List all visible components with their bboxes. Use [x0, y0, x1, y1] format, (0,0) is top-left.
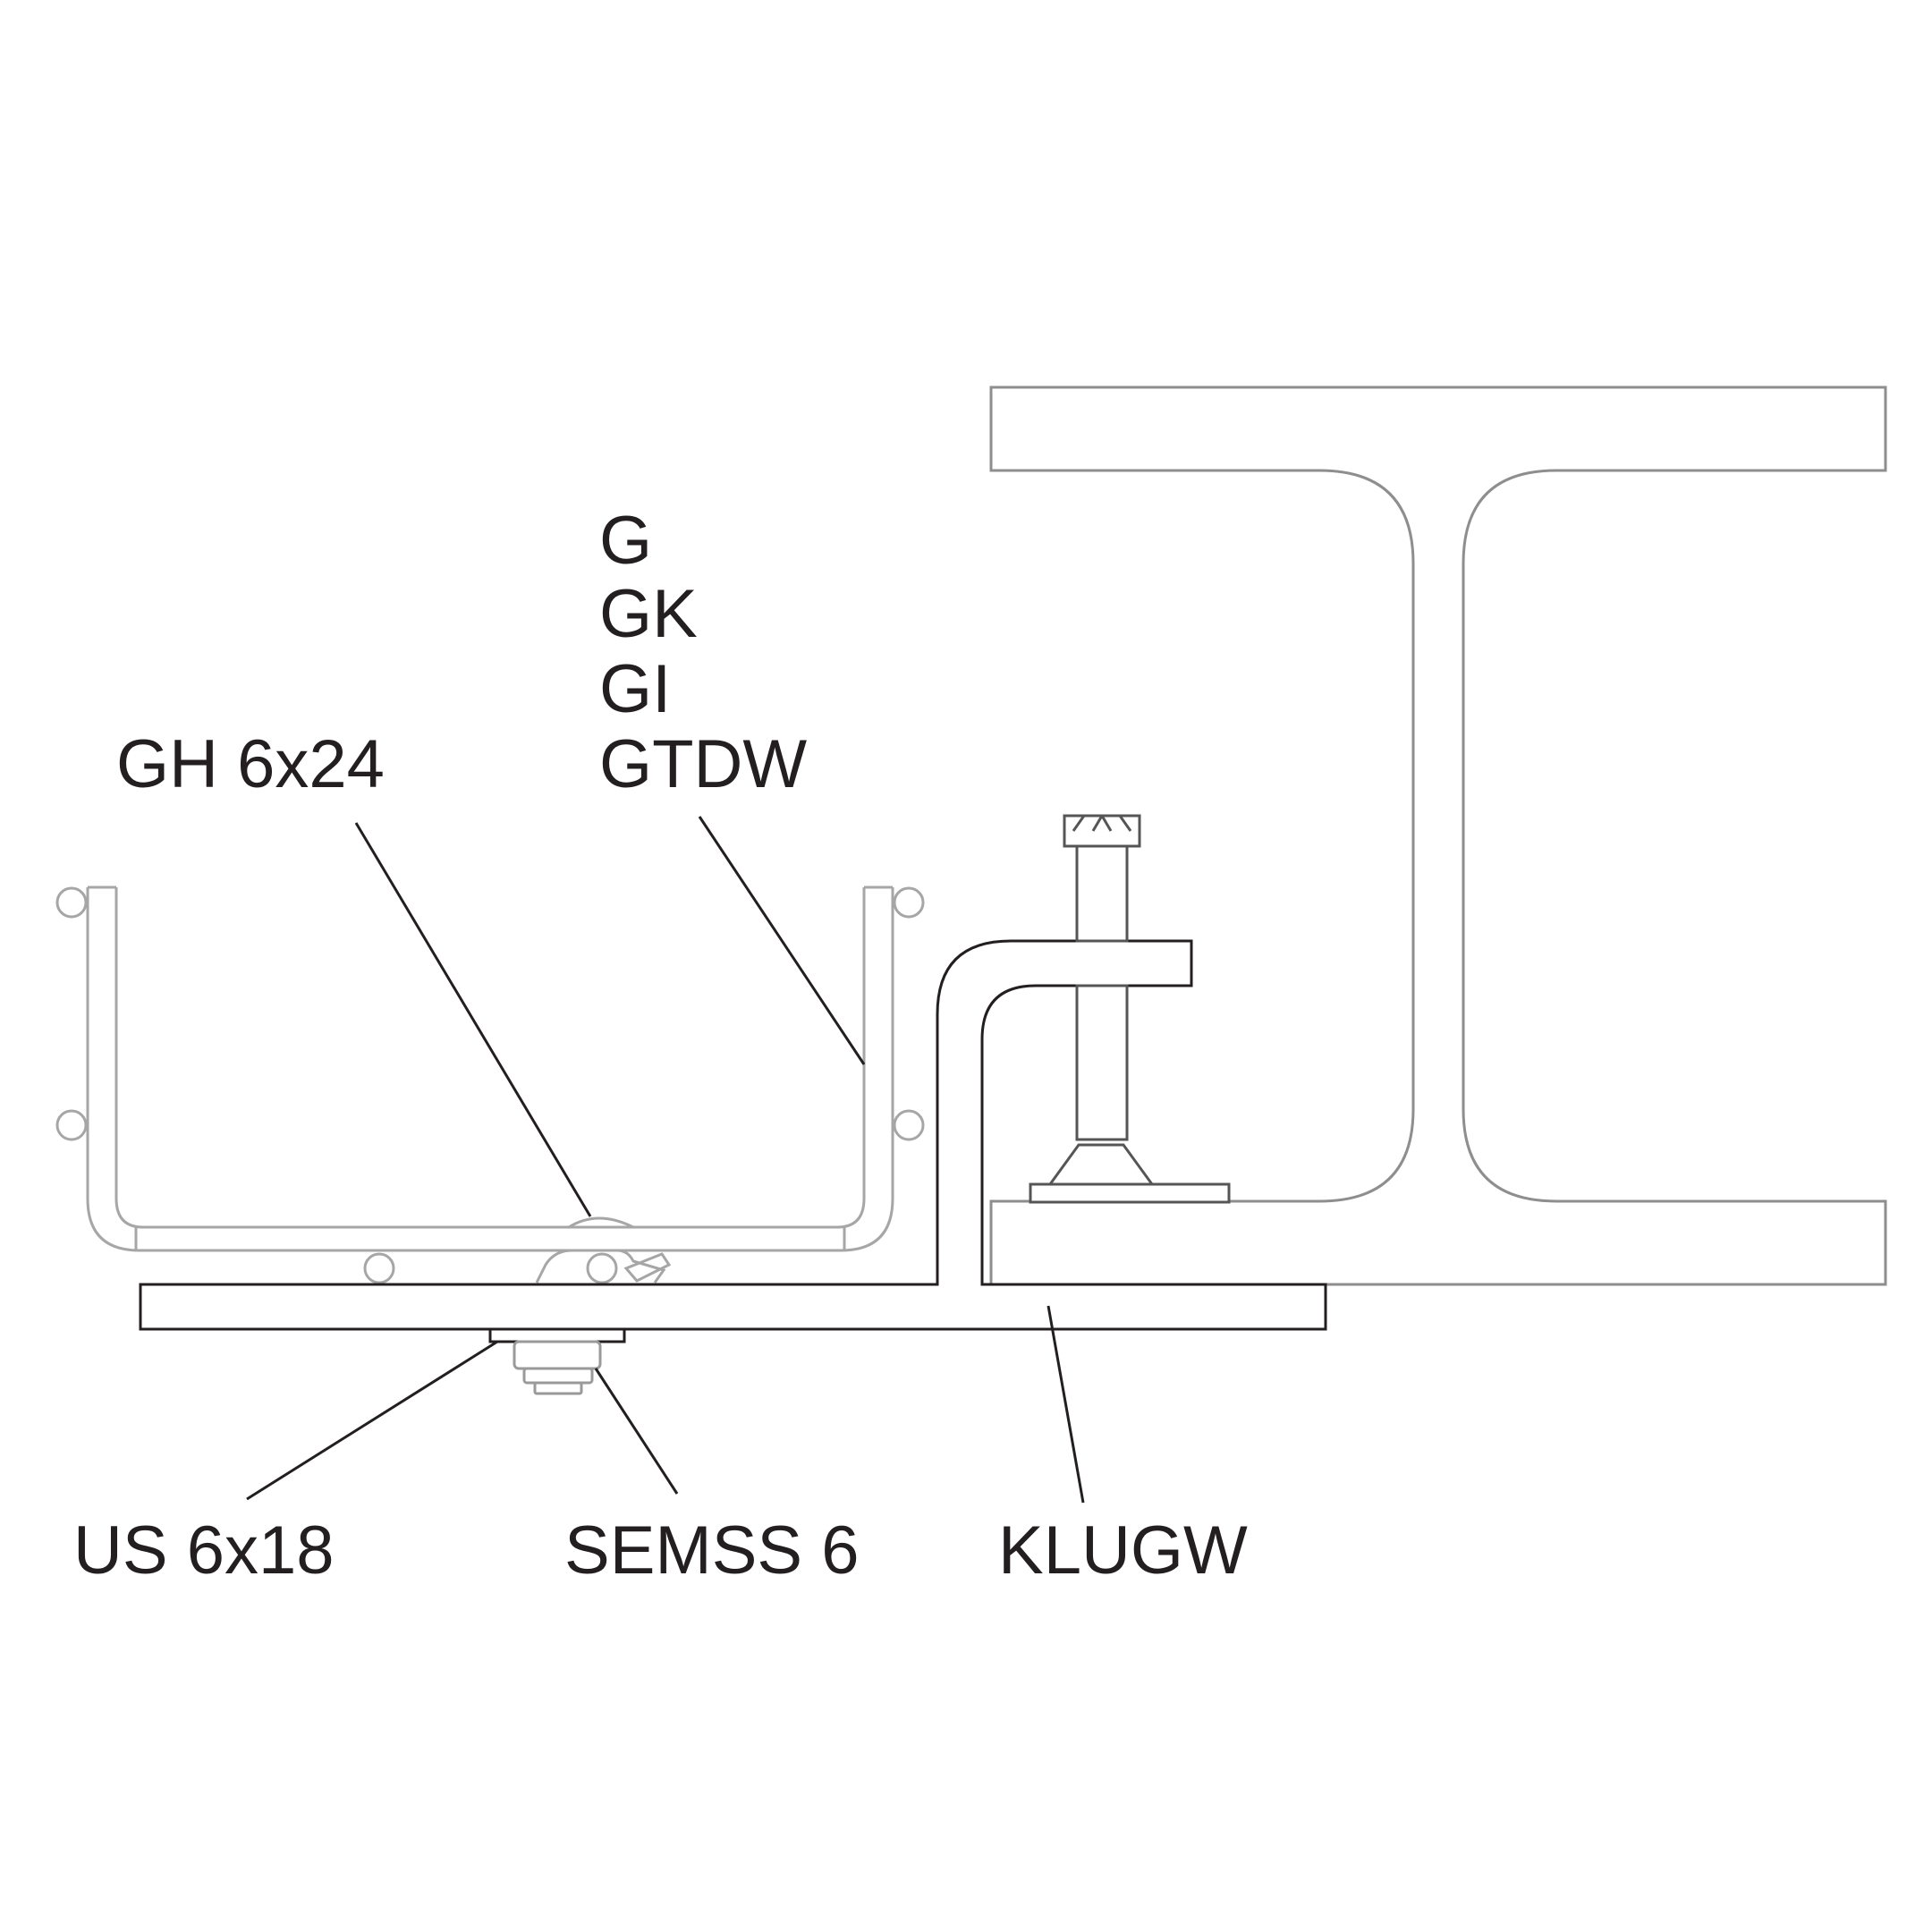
- bolt-pressure-plate: [1029, 1182, 1231, 1204]
- label-us: US 6x18: [73, 1513, 335, 1589]
- i-beam-outline: [989, 386, 1887, 1286]
- clip-tab: [623, 1252, 672, 1283]
- tray-wire-left-top: [55, 886, 88, 919]
- bolt-foot-cone: [1047, 1143, 1155, 1186]
- label-gtdw: GTDW: [599, 726, 807, 802]
- tray-wire-right-top: [893, 886, 925, 919]
- leader-semss: [594, 1368, 679, 1495]
- i-beam: [989, 386, 1887, 1286]
- leader-clip: [698, 816, 866, 1065]
- fastener-assembly: [488, 1327, 626, 1395]
- leader-us: [246, 1340, 498, 1501]
- bolt-head-facet-mid2: [1100, 815, 1113, 832]
- tray-wire-bottom-2: [586, 1252, 618, 1284]
- nut-semss-flange: [522, 1367, 594, 1385]
- bolt-head-facet-mid: [1091, 815, 1104, 832]
- leader-lines: [246, 816, 1085, 1504]
- bolt-head-facet-left: [1072, 815, 1086, 832]
- label-gk: GK: [599, 576, 698, 652]
- tray-outer-wire: [86, 887, 894, 1252]
- label-gh: GH 6x24: [116, 726, 385, 802]
- tray-inner-wire: [114, 887, 866, 1229]
- labels: G GK GI GTDW GH 6x24 US 6x18 SEMSS 6 KLU…: [73, 503, 1248, 1589]
- nut-semss-body: [513, 1340, 602, 1370]
- leader-klugw: [1046, 1305, 1085, 1504]
- tray-wire-bottom-1: [363, 1252, 395, 1284]
- label-g: G: [599, 503, 652, 579]
- label-klugw: KLUGW: [998, 1513, 1248, 1589]
- clamp-bracket-outline: [139, 939, 1327, 1331]
- klugw-clamp: [139, 939, 1327, 1331]
- bolt-shank-upper: [1075, 844, 1129, 943]
- washer-us: [488, 1327, 626, 1343]
- bolt-shank-lower: [1075, 984, 1129, 1141]
- tray-clip: [535, 1216, 672, 1284]
- label-semss: SEMSS 6: [564, 1513, 859, 1589]
- label-gi: GI: [599, 651, 671, 727]
- leader-gh: [354, 822, 592, 1217]
- clamp-bolt: [1029, 814, 1231, 1204]
- clip-body: [535, 1249, 666, 1284]
- screw-tip: [533, 1381, 583, 1395]
- bolt-head-facet-right: [1118, 815, 1132, 832]
- clip-dome: [568, 1216, 634, 1229]
- cable-tray: [55, 886, 925, 1284]
- tray-wire-right-mid: [893, 1109, 925, 1141]
- bolt-head: [1063, 814, 1141, 848]
- tray-wire-left-mid: [55, 1109, 88, 1141]
